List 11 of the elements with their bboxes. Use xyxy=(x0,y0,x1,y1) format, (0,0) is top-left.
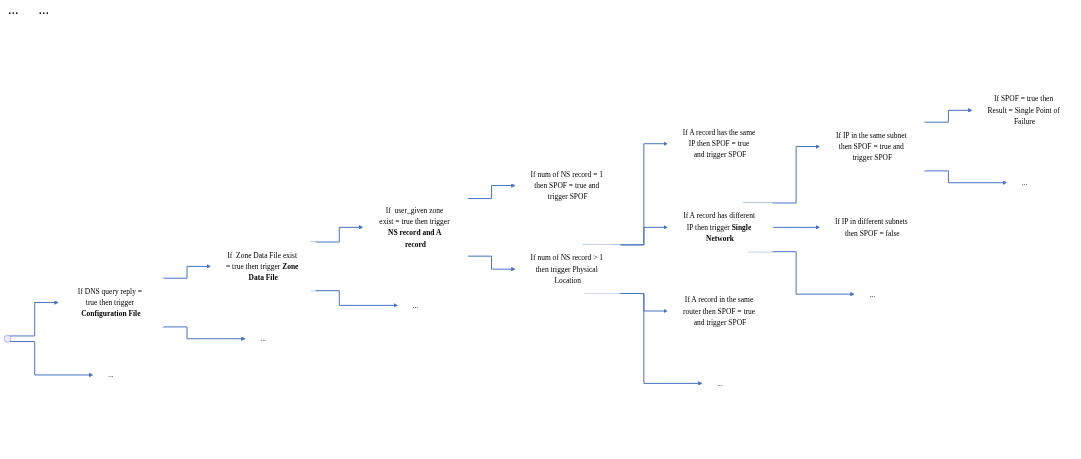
arrow xyxy=(467,183,516,200)
arrow xyxy=(467,255,516,272)
arrow xyxy=(9,300,59,337)
note-text: ... xyxy=(38,2,49,19)
arrow xyxy=(9,341,94,378)
arrow xyxy=(923,108,973,123)
arrow xyxy=(161,326,246,342)
arrow xyxy=(771,225,821,230)
arrow xyxy=(923,170,1007,186)
arrow xyxy=(161,264,211,279)
note-text: ... xyxy=(8,2,19,19)
